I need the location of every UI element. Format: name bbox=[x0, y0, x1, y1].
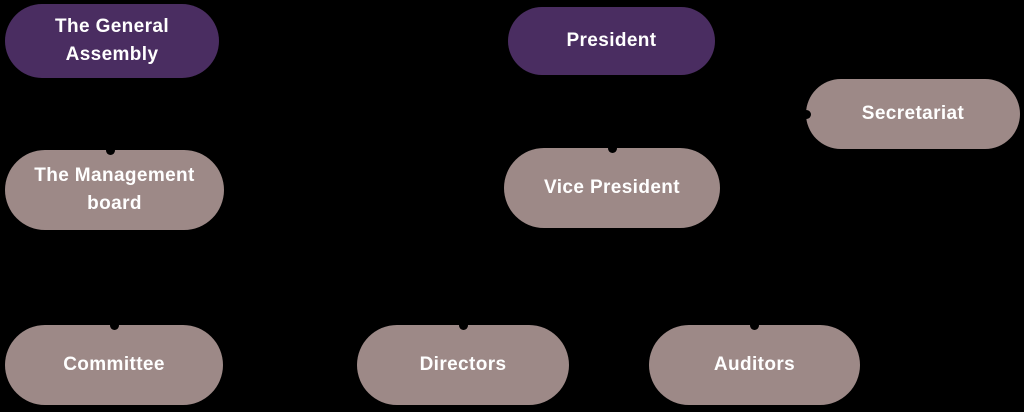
org-node-label: President bbox=[566, 29, 657, 51]
org-node-auditors: Auditors bbox=[649, 325, 860, 405]
org-node-secretariat: Secretariat bbox=[806, 79, 1020, 149]
connector-nub-icon bbox=[750, 321, 759, 330]
org-node-label: Directors bbox=[419, 353, 507, 375]
org-node-label: Auditors bbox=[713, 353, 796, 375]
connector-nub-icon bbox=[110, 321, 119, 330]
org-node-label: The Management board bbox=[34, 164, 195, 215]
org-node-committee: Committee bbox=[5, 325, 223, 405]
org-node-vice-president: Vice President bbox=[504, 148, 720, 228]
connector-nub-icon bbox=[608, 144, 617, 153]
connector-nub-icon bbox=[802, 110, 811, 119]
org-node-label: Committee bbox=[63, 353, 165, 375]
org-node-label: Vice President bbox=[544, 176, 680, 198]
org-node-general-assembly: The General Assembly bbox=[5, 4, 219, 78]
org-node-directors: Directors bbox=[357, 325, 569, 405]
org-node-label: The General Assembly bbox=[55, 15, 169, 66]
org-node-president: President bbox=[508, 7, 715, 75]
org-node-label: Secretariat bbox=[861, 102, 965, 124]
org-node-management-board: The Management board bbox=[5, 150, 224, 230]
connector-nub-icon bbox=[459, 321, 468, 330]
connector-nub-icon bbox=[106, 146, 115, 155]
